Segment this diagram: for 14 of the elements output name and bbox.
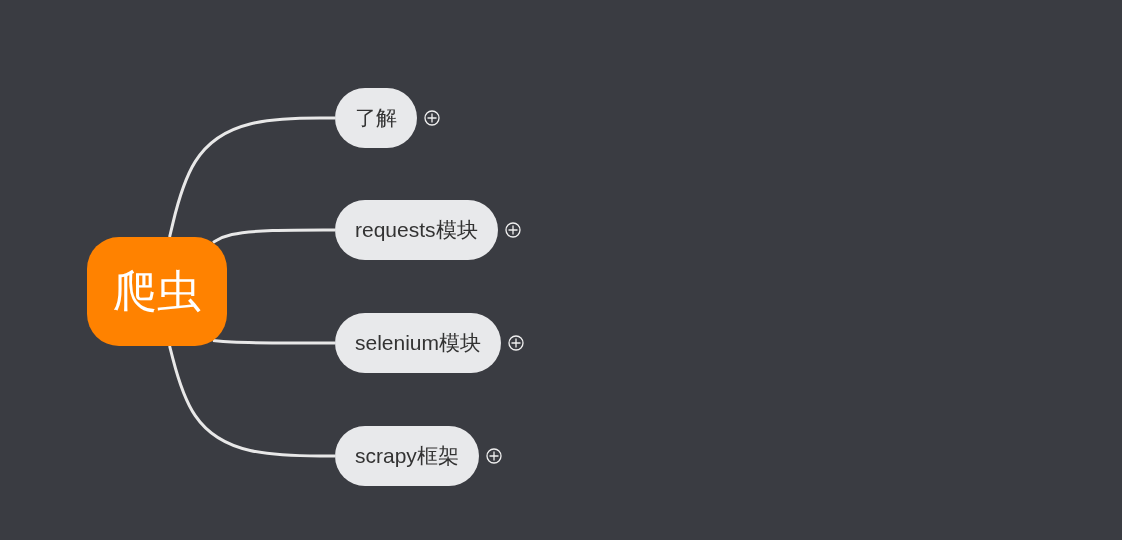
connector-line (168, 116, 335, 238)
topic-label: 爬虫 (113, 265, 201, 318)
topic-label: selenium模块 (355, 330, 482, 356)
topic-label: scrapy框架 (355, 443, 459, 469)
subtopic (335, 313, 502, 373)
subtopic (335, 88, 417, 148)
central-topic (87, 237, 227, 346)
connector-line (168, 345, 335, 458)
subtopic (335, 200, 498, 260)
subtopic (335, 426, 479, 486)
connector-line (212, 228, 335, 244)
topic-label: 了解 (355, 105, 397, 131)
topic-label: requests模块 (355, 217, 478, 243)
connector-line (212, 339, 335, 345)
